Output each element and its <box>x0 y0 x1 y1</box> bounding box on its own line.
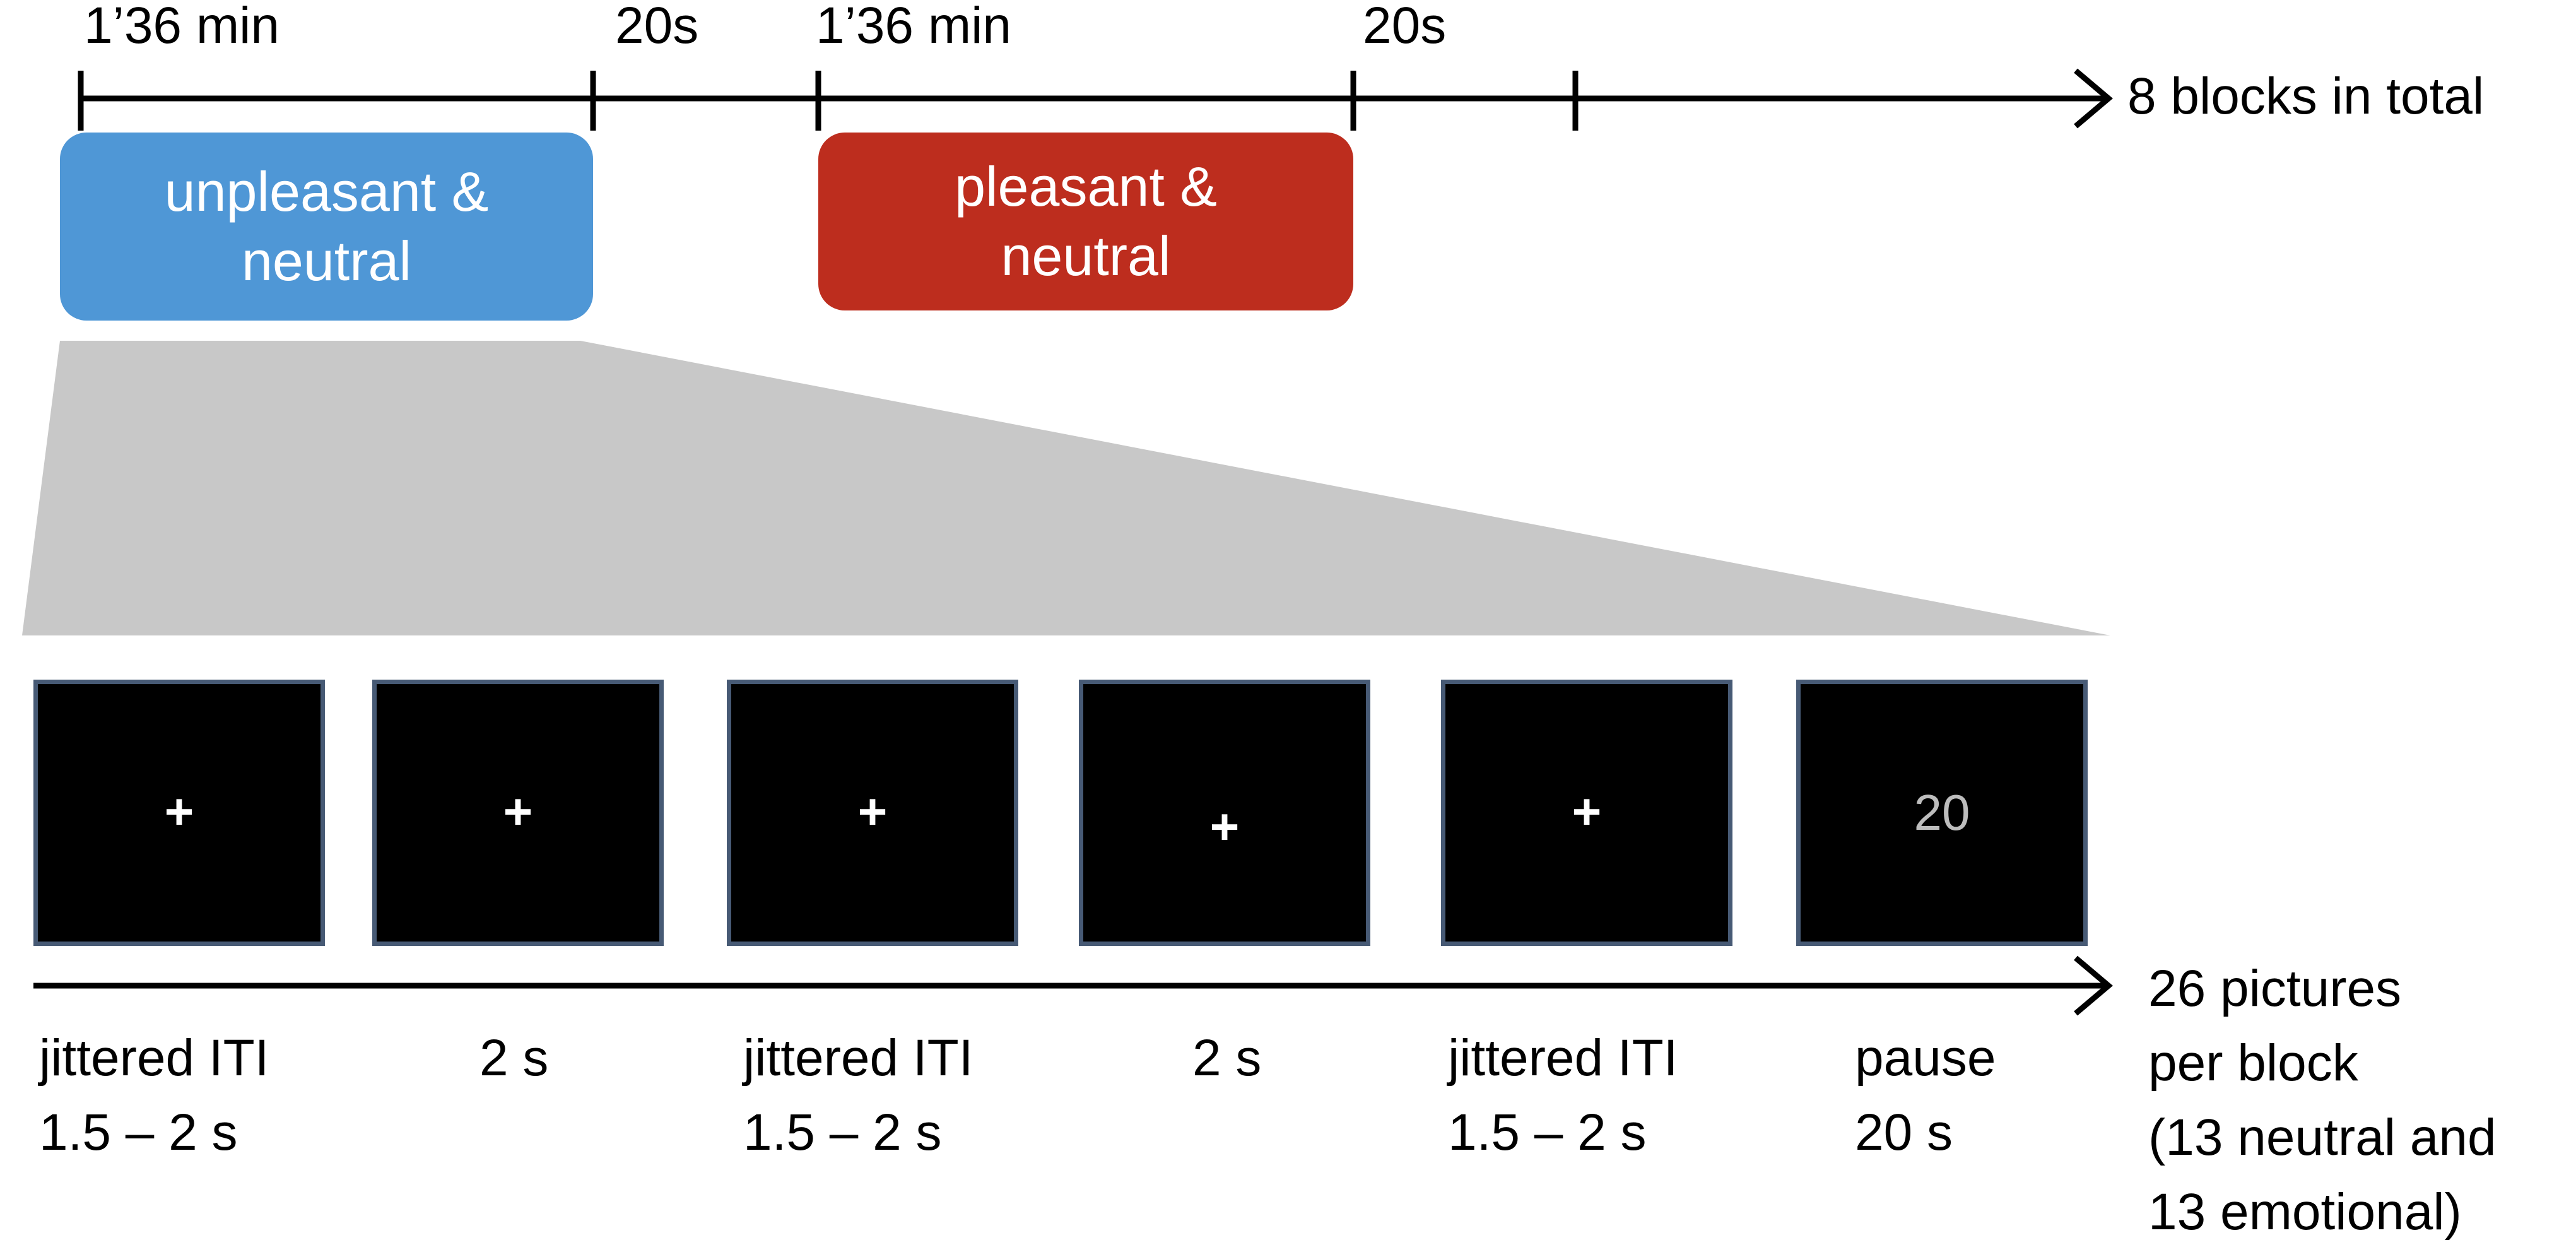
caption-line2: 1.5 – 2 s <box>1448 1104 1647 1161</box>
fixation-cross: + <box>164 783 194 840</box>
blocks-total-label: 8 blocks in total <box>2127 68 2485 125</box>
caption-line1: jittered ITI <box>1448 1029 1678 1087</box>
block-unpleasant-neutral: unpleasant & neutral <box>60 133 593 321</box>
caption-line2: 1.5 – 2 s <box>743 1104 942 1161</box>
end-label-line4: 13 emotional) <box>2148 1183 2462 1240</box>
caption-line2: 20 s <box>1855 1104 1953 1161</box>
caption-picture-2: 2 s <box>1192 1021 1261 1095</box>
block-label-line1: unpleasant & <box>164 160 489 223</box>
caption-iti-1: jittered ITI 1.5 – 2 s <box>39 1021 269 1170</box>
caption-iti-2: jittered ITI 1.5 – 2 s <box>743 1021 973 1170</box>
end-label-line1: 26 pictures <box>2148 960 2402 1017</box>
caption-picture-1: 2 s <box>479 1021 548 1095</box>
end-label-line2: per block <box>2148 1034 2358 1092</box>
zoom-trapezoid <box>22 341 2110 635</box>
block-pleasant-neutral: pleasant & neutral <box>818 133 1353 310</box>
end-label-line3: (13 neutral and <box>2148 1109 2497 1166</box>
pause-frame: 20 <box>1796 680 2088 946</box>
block-timeline-arrowhead <box>2074 68 2113 129</box>
fixation-frame-1: + <box>33 680 325 946</box>
fixation-frame-2: + <box>727 680 1018 946</box>
picture-frame-neutral: + <box>372 680 664 946</box>
caption-line2: 1.5 – 2 s <box>39 1104 238 1161</box>
segment-label-2: 20s <box>615 0 699 54</box>
fixation-cross: + <box>1209 798 1240 855</box>
pause-countdown: 20 <box>1914 784 1970 841</box>
block-label-line2: neutral <box>1001 225 1171 287</box>
caption-line1: 2 s <box>479 1029 549 1087</box>
fixation-cross: + <box>503 783 533 840</box>
caption-line1: pause <box>1855 1029 1996 1087</box>
trial-timeline-arrowhead <box>2074 955 2113 1016</box>
caption-line1: jittered ITI <box>39 1029 269 1087</box>
block-label-line1: pleasant & <box>955 155 1217 218</box>
caption-iti-3: jittered ITI 1.5 – 2 s <box>1448 1021 1678 1170</box>
block-label-line2: neutral <box>241 230 412 292</box>
segment-label-1: 1’36 min <box>84 0 279 54</box>
caption-line1: jittered ITI <box>743 1029 973 1087</box>
segment-label-3: 1’36 min <box>816 0 1011 54</box>
fixation-frame-3: + <box>1441 680 1732 946</box>
picture-frame-emotional: + <box>1079 680 1370 946</box>
caption-line1: 2 s <box>1192 1029 1262 1087</box>
pictures-per-block-label: 26 pictures per block (13 neutral and 13… <box>2148 952 2497 1240</box>
fixation-cross: + <box>857 783 888 840</box>
segment-label-4: 20s <box>1363 0 1447 54</box>
fixation-cross: + <box>1572 783 1602 840</box>
caption-pause: pause 20 s <box>1855 1021 1996 1170</box>
